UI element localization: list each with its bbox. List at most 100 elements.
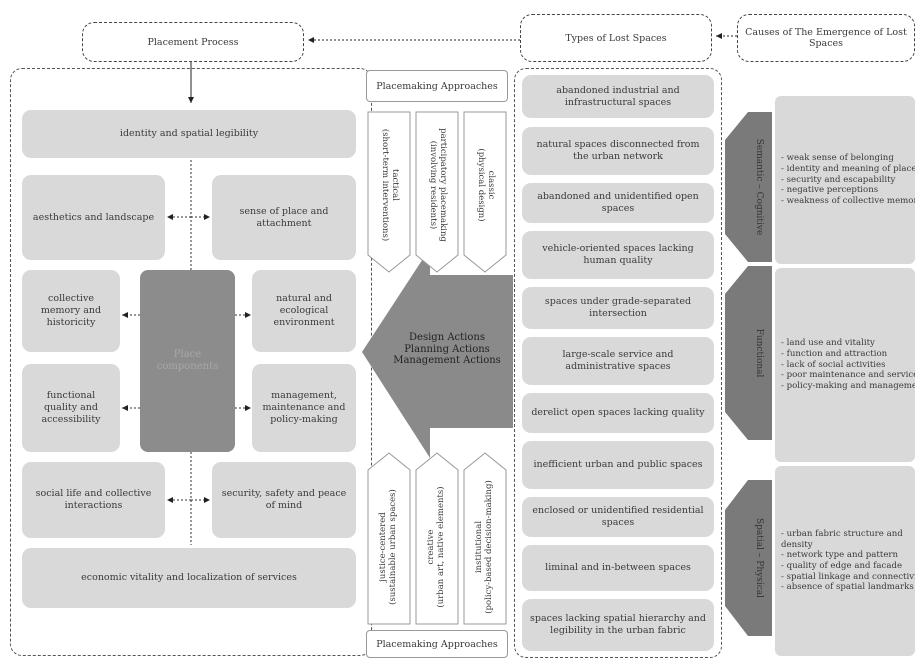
lost-space-label: abandoned industrial and infrastructural… xyxy=(556,84,680,108)
cause-category-semantic-label: Semantic – Cognitive xyxy=(754,138,764,236)
cause-item: density xyxy=(781,539,813,550)
lost-space-label: abandoned and unidentified open spaces xyxy=(537,191,699,214)
component-management-label: management, maintenance and policy-makin… xyxy=(262,390,346,425)
component-natural-label: natural and ecological environment xyxy=(273,293,335,328)
approach-creative-line2: (urban art, native elements) xyxy=(436,486,446,608)
approach-tactical-line2: (short-term interventions) xyxy=(380,128,390,241)
design-actions-label: Design Actions xyxy=(409,332,485,343)
cause-item: - absence of spatial landmarks xyxy=(781,582,914,593)
component-functional: functional quality and accessibility xyxy=(22,364,120,452)
lost-space-label: enclosed or unidentified residential spa… xyxy=(532,505,704,528)
cause-item: - poor maintenance and services xyxy=(781,370,915,381)
lost-space-item: natural spaces disconnected from the urb… xyxy=(522,127,714,175)
lost-space-label: spaces lacking spatial hierarchy and leg… xyxy=(530,613,706,636)
component-identity-label: identity and spatial legibility xyxy=(119,128,259,140)
approach-institutional: institutional(policy-based decision-maki… xyxy=(464,470,506,624)
types-of-lost-spaces-box: Types of Lost Spaces xyxy=(520,14,712,62)
approach-pointer-2 xyxy=(415,111,459,273)
management-actions-label: Management Actions xyxy=(393,355,501,366)
component-sense-of-place-label: sense of place and attachment xyxy=(239,205,329,229)
cause-category-functional: Functional xyxy=(746,266,772,440)
approach-classic-line1: classic xyxy=(485,170,496,199)
lost-space-label: natural spaces disconnected from the urb… xyxy=(536,139,700,162)
lost-space-item: liminal and in-between spaces xyxy=(522,545,714,591)
approach-creative: creative(urban art, native elements) xyxy=(416,470,458,624)
approach-participatory-line2: (involving residents) xyxy=(428,140,438,229)
component-economic: economic vitality and localization of se… xyxy=(22,548,356,608)
planning-actions-label: Planning Actions xyxy=(404,343,490,355)
component-social: social life and collective interactions xyxy=(22,462,165,538)
approach-pointer-1 xyxy=(367,111,411,273)
component-economic-label: economic vitality and localization of se… xyxy=(81,572,297,584)
approaches-title-bottom: Placemaking Approaches xyxy=(366,630,508,658)
lost-space-label: inefficient urban and public spaces xyxy=(533,459,703,471)
component-management: management, maintenance and policy-makin… xyxy=(252,364,356,452)
approach-pointer-6 xyxy=(463,452,507,625)
cause-category-functional-label: Functional xyxy=(754,328,764,378)
approach-institutional-line2: (policy-based decision-making) xyxy=(484,480,494,614)
lost-space-label: large-scale service and administrative s… xyxy=(562,349,674,372)
placement-process-label: Placement Process xyxy=(147,36,239,48)
cause-category-spatial-label: Spatial – Physical xyxy=(754,518,764,598)
approaches-title-top: Placemaking Approaches xyxy=(366,70,508,102)
component-identity: identity and spatial legibility xyxy=(22,110,356,158)
component-collective-memory-label: collective memory and historicity xyxy=(40,293,102,328)
cause-item: - lack of social activities xyxy=(781,359,886,370)
component-security: security, safety and peace of mind xyxy=(212,462,356,538)
approach-classic: classic(physical design) xyxy=(464,112,506,257)
approach-participatory-line1: participatory placemaking xyxy=(437,127,448,242)
cause-item: - quality of edge and facade xyxy=(781,561,903,571)
cause-pointer-1 xyxy=(725,112,772,262)
approaches-title-bottom-label: Placemaking Approaches xyxy=(376,638,498,650)
component-collective-memory: collective memory and historicity xyxy=(22,270,120,352)
approach-pointer-5 xyxy=(415,452,459,625)
cause-item: - function and attraction xyxy=(781,348,888,359)
place-components-center: Place components xyxy=(140,270,235,452)
causes-label: Causes of The Emergence of Lost Spaces xyxy=(745,27,907,49)
cause-pointer-2 xyxy=(725,266,772,440)
lost-space-item: inefficient urban and public spaces xyxy=(522,441,714,489)
approaches-title-top-label: Placemaking Approaches xyxy=(376,80,498,92)
component-functional-label: functional quality and accessibility xyxy=(41,390,101,425)
cause-item: - negative perceptions xyxy=(781,185,879,196)
approach-tactical-line1: tactical xyxy=(389,168,400,201)
approach-justice-line2: (sustainable urban spaces) xyxy=(388,489,398,605)
cause-item: - identity and meaning of place xyxy=(781,163,915,174)
component-aesthetics: aesthetics and landscape xyxy=(22,175,165,260)
cause-pointer-3 xyxy=(725,480,772,636)
lost-spaces-frame xyxy=(514,68,722,658)
lost-space-item: abandoned and unidentified open spaces xyxy=(522,183,714,223)
approach-pointer-4 xyxy=(367,452,411,625)
lost-space-label: vehicle-oriented spaces lacking human qu… xyxy=(542,243,694,266)
component-social-label: social life and collective interactions xyxy=(35,488,152,511)
lost-space-label: spaces under grade-separated intersectio… xyxy=(544,296,692,319)
approach-classic-line2: (physical design) xyxy=(476,147,486,222)
lost-space-label: liminal and in-between spaces xyxy=(545,562,691,574)
cause-item: - land use and vitality xyxy=(781,338,875,349)
cause-item: - security and escapability xyxy=(781,174,896,185)
cause-item: - weak sense of belonging xyxy=(781,153,894,164)
approach-pointer-3 xyxy=(463,111,507,273)
lost-space-item: spaces lacking spatial hierarchy and leg… xyxy=(522,599,714,651)
approach-tactical: tactical(short-term interventions) xyxy=(368,112,410,257)
actions-big-arrow xyxy=(362,248,513,458)
component-security-label: security, safety and peace of mind xyxy=(221,488,347,511)
lost-space-item: large-scale service and administrative s… xyxy=(522,337,714,385)
types-of-lost-spaces-label: Types of Lost Spaces xyxy=(565,32,667,44)
lost-space-item: spaces under grade-separated intersectio… xyxy=(522,287,714,329)
cause-list-functional: - land use and vitality - function and a… xyxy=(775,268,915,462)
cause-item: - urban fabric structure and xyxy=(781,528,903,539)
cause-item: - spatial linkage and connectivity xyxy=(781,571,915,582)
causes-box: Causes of The Emergence of Lost Spaces xyxy=(737,14,915,62)
cause-category-spatial: Spatial – Physical xyxy=(746,480,772,636)
component-aesthetics-label: aesthetics and landscape xyxy=(32,211,155,223)
cause-list-spatial: - urban fabric structure and density - n… xyxy=(775,466,915,656)
cause-item: - weakness of collective memory xyxy=(781,196,915,207)
lost-space-item: vehicle-oriented spaces lacking human qu… xyxy=(522,231,714,279)
lost-space-label: derelict open spaces lacking quality xyxy=(531,407,705,419)
approach-justice: justice-centered(sustainable urban space… xyxy=(368,470,410,624)
lost-space-item: enclosed or unidentified residential spa… xyxy=(522,497,714,537)
lost-space-item: abandoned industrial and infrastructural… xyxy=(522,75,714,118)
component-natural: natural and ecological environment xyxy=(252,270,356,352)
